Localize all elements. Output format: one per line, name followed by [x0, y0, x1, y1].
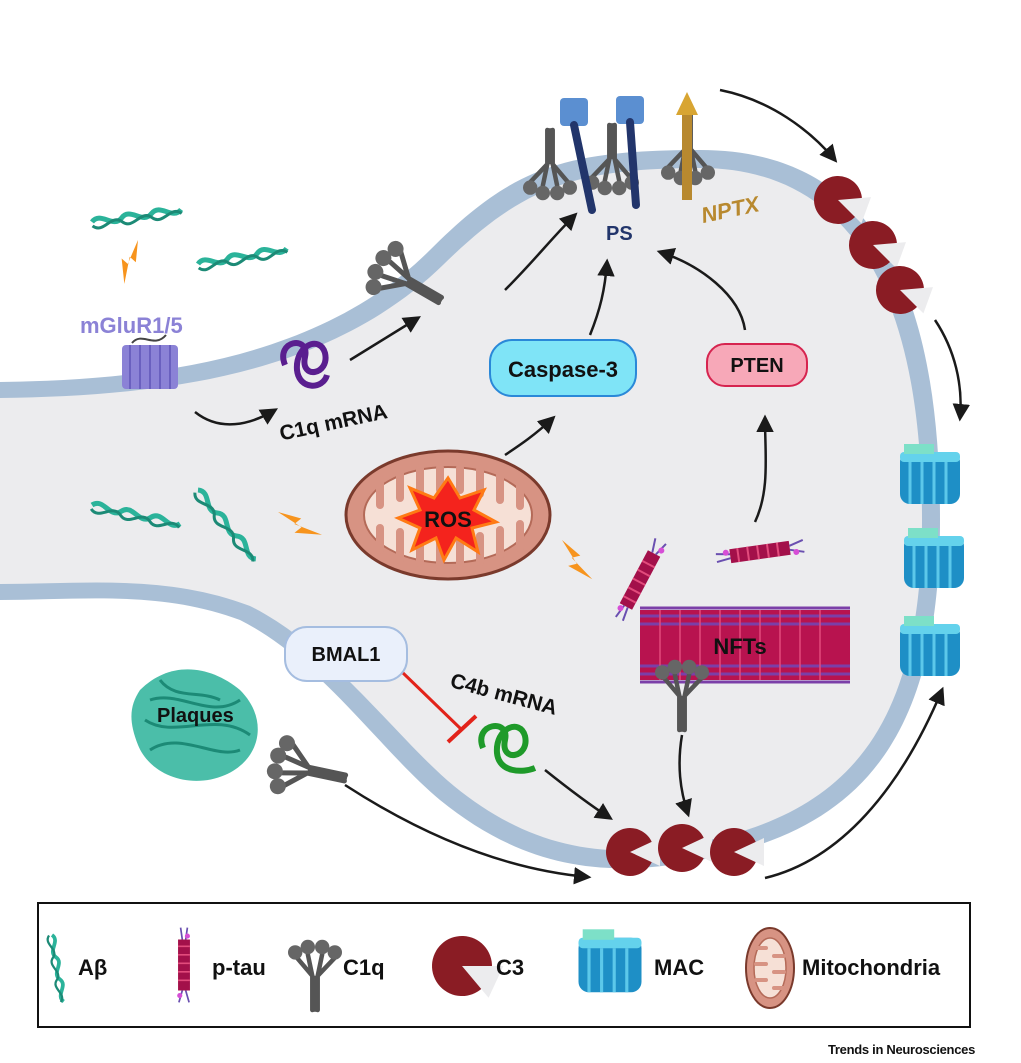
c1q-mrna-icon — [280, 340, 330, 389]
bmal1-box — [284, 626, 408, 682]
legend-mac-icon — [576, 927, 644, 994]
legend-mito-label: Mitochondria — [802, 955, 941, 980]
legend-abeta-label: Aβ — [78, 955, 107, 980]
legend-ptau-label: p-tau — [212, 955, 266, 980]
mac-pore-2 — [902, 526, 966, 590]
abeta-fibril-1 — [92, 207, 182, 229]
abeta-fibril-2 — [197, 246, 287, 271]
mitochondrion — [344, 449, 552, 581]
label-ps: PS — [606, 223, 633, 245]
label-ros: ROS — [424, 507, 472, 532]
legend-mac-label: MAC — [654, 955, 704, 980]
mac-pore-1 — [898, 442, 962, 506]
plaques-cluster — [131, 669, 258, 781]
label-pten: PTEN — [730, 355, 783, 377]
label-plaques: Plaques — [157, 705, 234, 727]
label-caspase3: Caspase-3 — [508, 357, 618, 382]
legend-c3-label: C3 — [496, 955, 524, 980]
mac-pore-3 — [898, 614, 962, 678]
ps-receptor-1 — [560, 98, 588, 126]
mglur-receptor — [122, 334, 178, 389]
legend-c1q-label: C1q — [343, 955, 385, 980]
legend-box — [37, 902, 971, 1028]
label-bmal1: BMAL1 — [312, 644, 381, 666]
c4b-mrna-icon — [478, 723, 537, 774]
label-mglur: mGluR1/5 — [80, 313, 183, 338]
caspase3-box — [489, 339, 637, 397]
pten-box — [706, 343, 808, 387]
nptx-stalk — [682, 115, 692, 200]
ps-receptor-2 — [616, 96, 644, 124]
label-nfts: NFTs — [713, 634, 766, 659]
legend-mito-icon — [745, 927, 795, 1009]
journal-credit: Trends in Neurosciences — [828, 1042, 975, 1057]
lightning-icon-1 — [108, 240, 154, 284]
c1q-plaque — [262, 732, 353, 807]
